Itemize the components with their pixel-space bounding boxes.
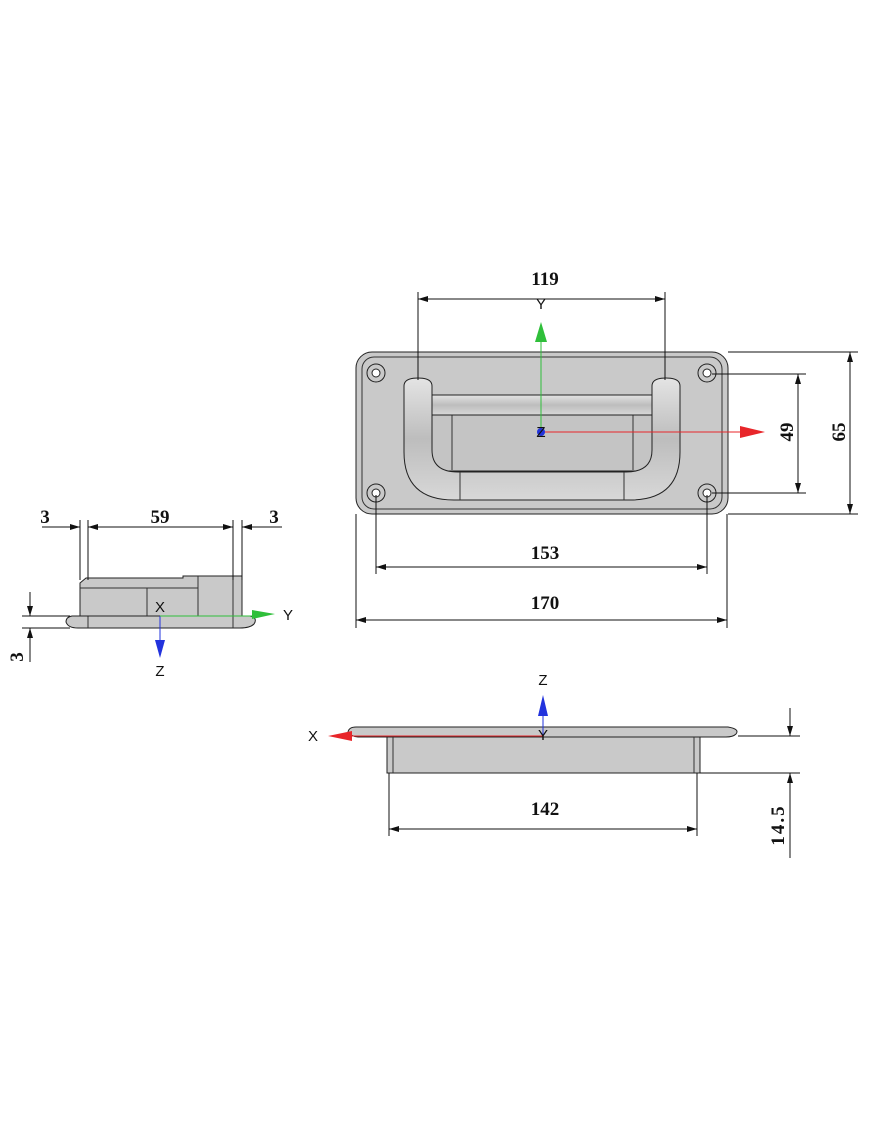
front-y-axis-label: Y (538, 727, 548, 744)
front-x-axis-label: X (308, 728, 318, 745)
handle (403, 377, 681, 501)
z-axis-origin-icon (537, 428, 545, 436)
z-axis-arrow-icon (538, 695, 548, 716)
y-axis-arrow-icon (535, 322, 547, 342)
dim-153: 153 (531, 543, 560, 564)
x-axis-arrow-icon (740, 426, 765, 438)
dim-3-flange: 3 (7, 652, 28, 662)
z-axis-arrow-icon (155, 640, 165, 658)
dim-14-5: 14.5 (768, 804, 789, 845)
dim-142: 142 (531, 799, 560, 820)
side-flange (65, 615, 256, 629)
side-x-axis-label: X (155, 599, 165, 616)
side-y-axis-label: Y (283, 607, 293, 624)
front-view: Z X Y 142 14.5 (308, 672, 800, 858)
front-body (386, 736, 701, 774)
dim-170: 170 (531, 593, 560, 614)
front-z-axis-label: Z (538, 672, 547, 689)
top-z-axis-label: Z (536, 424, 545, 441)
dim-59: 59 (151, 507, 170, 528)
top-y-axis-label: Y (536, 296, 546, 313)
top-view: Y Z 119 49 65 153 170 (355, 269, 858, 628)
mounting-holes (366, 363, 717, 503)
dim-119: 119 (531, 269, 558, 290)
y-axis-arrow-icon (252, 610, 275, 619)
side-z-axis-label: Z (155, 663, 164, 680)
side-view: X Y Z 3 59 3 3 (7, 507, 293, 680)
x-axis-arrow-icon (328, 731, 352, 741)
dim-65: 65 (829, 423, 850, 442)
dim-49: 49 (777, 423, 798, 442)
side-body (79, 575, 243, 617)
dim-3-left: 3 (40, 507, 50, 528)
dim-3-right: 3 (269, 507, 279, 528)
